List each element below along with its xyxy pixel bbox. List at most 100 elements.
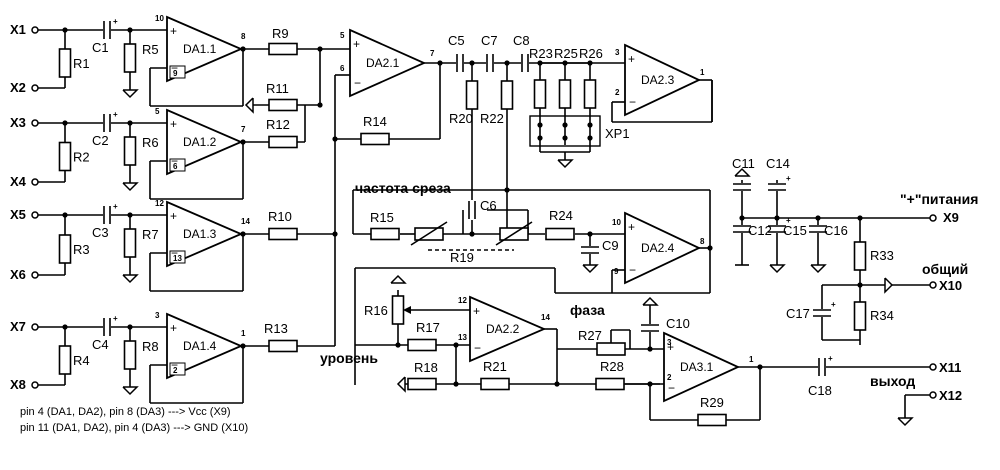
pin-number: 14	[241, 217, 250, 226]
pin-number: 2	[667, 373, 672, 382]
ground-icon	[769, 264, 786, 274]
ground-icon	[884, 277, 894, 294]
capacitor-label: C1	[92, 40, 109, 55]
capacitor-label: C4	[92, 337, 109, 352]
resistor-label: R23	[529, 46, 553, 61]
opamp-da22	[469, 295, 547, 363]
polarity-mark: +	[786, 174, 791, 183]
capacitor-label: C3	[92, 225, 109, 240]
pin-number: 6	[340, 64, 345, 73]
resistor-r20	[465, 80, 479, 110]
resistor-label: R3	[73, 242, 90, 257]
resistor-r5	[123, 43, 137, 73]
ground-icon	[642, 296, 659, 306]
terminal-label: X1	[10, 22, 26, 37]
opamp-label: DA1.1	[183, 42, 217, 56]
pin-box	[169, 362, 186, 376]
opamp-da23	[624, 43, 702, 117]
plus-sign: +	[667, 340, 674, 354]
terminal-label: X7	[10, 319, 26, 334]
capacitor-label: C14	[766, 156, 790, 171]
junction-dot	[562, 135, 568, 141]
resistor-label: R22	[480, 111, 504, 126]
capacitor-label: C6	[480, 198, 497, 213]
capacitor-label: C18	[808, 383, 832, 398]
resistor-label: R18	[414, 360, 438, 375]
ground-icon	[734, 167, 751, 177]
junction-dot	[469, 231, 475, 237]
terminal-label: X11	[939, 360, 961, 375]
power-label: "+"питания	[900, 191, 978, 207]
resistor-r9	[268, 42, 298, 56]
terminal-x10	[929, 281, 937, 289]
opamp-label: DA3.1	[680, 360, 714, 374]
resistor-label: R1	[73, 56, 90, 71]
terminal-x1	[31, 26, 39, 34]
pin-box	[169, 65, 186, 79]
pin-number: 2	[615, 88, 620, 97]
terminal-label: X10	[939, 278, 962, 293]
resistor-label: R27	[578, 328, 602, 343]
plus-sign: +	[170, 321, 177, 335]
capacitor-label: C8	[513, 33, 530, 48]
junction-dot	[395, 342, 401, 348]
minus-sign: −	[668, 381, 675, 395]
ground-icon	[122, 89, 139, 99]
resistor-label: R16	[364, 303, 388, 318]
opamp-label: DA1.3	[183, 227, 217, 241]
polarity-mark: +	[828, 354, 833, 363]
pin-number: 10	[155, 14, 164, 23]
junction-dot	[707, 245, 713, 251]
resistor-r13	[268, 339, 298, 353]
resistor-label: R15	[370, 210, 394, 225]
resistor-r7	[123, 228, 137, 258]
plus-sign: +	[353, 37, 360, 51]
opamp-da12	[166, 108, 244, 176]
plus-sign: +	[628, 52, 635, 66]
phase-label: фаза	[570, 302, 605, 318]
junction-dot	[504, 187, 510, 193]
polarity-mark: +	[113, 202, 118, 211]
cap-gap	[732, 225, 752, 233]
capacitor-label: C9	[602, 238, 619, 253]
ground-icon	[122, 386, 139, 396]
resistor-r2	[58, 141, 72, 172]
capacitor-label: C17	[786, 306, 810, 321]
junction-dot	[332, 231, 338, 237]
capacitor-label: C2	[92, 133, 109, 148]
minus-sign: −	[629, 263, 636, 277]
footnote: pin 4 (DA1, DA2), pin 8 (DA3) ---> Vcc (…	[20, 406, 231, 418]
pin-box	[169, 250, 186, 264]
junction-dot	[537, 122, 543, 128]
connector-xp1	[529, 115, 601, 147]
resistor-label: R26	[579, 46, 603, 61]
resistor-label: R11	[266, 81, 289, 96]
opamp-label: DA2.4	[641, 241, 675, 255]
cap-gap	[103, 20, 111, 40]
output-label: выход	[870, 373, 915, 389]
opamp-label: DA2.2	[486, 322, 520, 336]
terminal-x6	[31, 271, 39, 279]
resistor-label: R7	[142, 227, 159, 242]
resistor-r4	[58, 345, 72, 375]
minus-sign: −	[171, 246, 178, 260]
cap-gap	[103, 317, 111, 337]
minus-sign: −	[171, 154, 178, 168]
connector-label: XP1	[605, 126, 630, 141]
resistor-label: R21	[483, 359, 507, 374]
terminal-label: X3	[10, 115, 26, 130]
cap-gap	[580, 246, 600, 254]
resistor-label: R9	[272, 26, 289, 41]
footnote: pin 11 (DA1, DA2), pin 4 (DA3) ---> GND …	[20, 422, 248, 434]
minus-sign: −	[171, 61, 178, 75]
pin-number: 14	[541, 313, 550, 322]
resistor-label: R29	[700, 395, 724, 410]
resistor-	[533, 79, 547, 109]
cap-gap	[486, 53, 494, 73]
resistor-label: R10	[268, 209, 292, 224]
polarity-mark: +	[831, 300, 836, 309]
polarity-mark: +	[113, 110, 118, 119]
pin-number: 3	[155, 311, 160, 320]
terminal-label: X8	[10, 377, 26, 392]
